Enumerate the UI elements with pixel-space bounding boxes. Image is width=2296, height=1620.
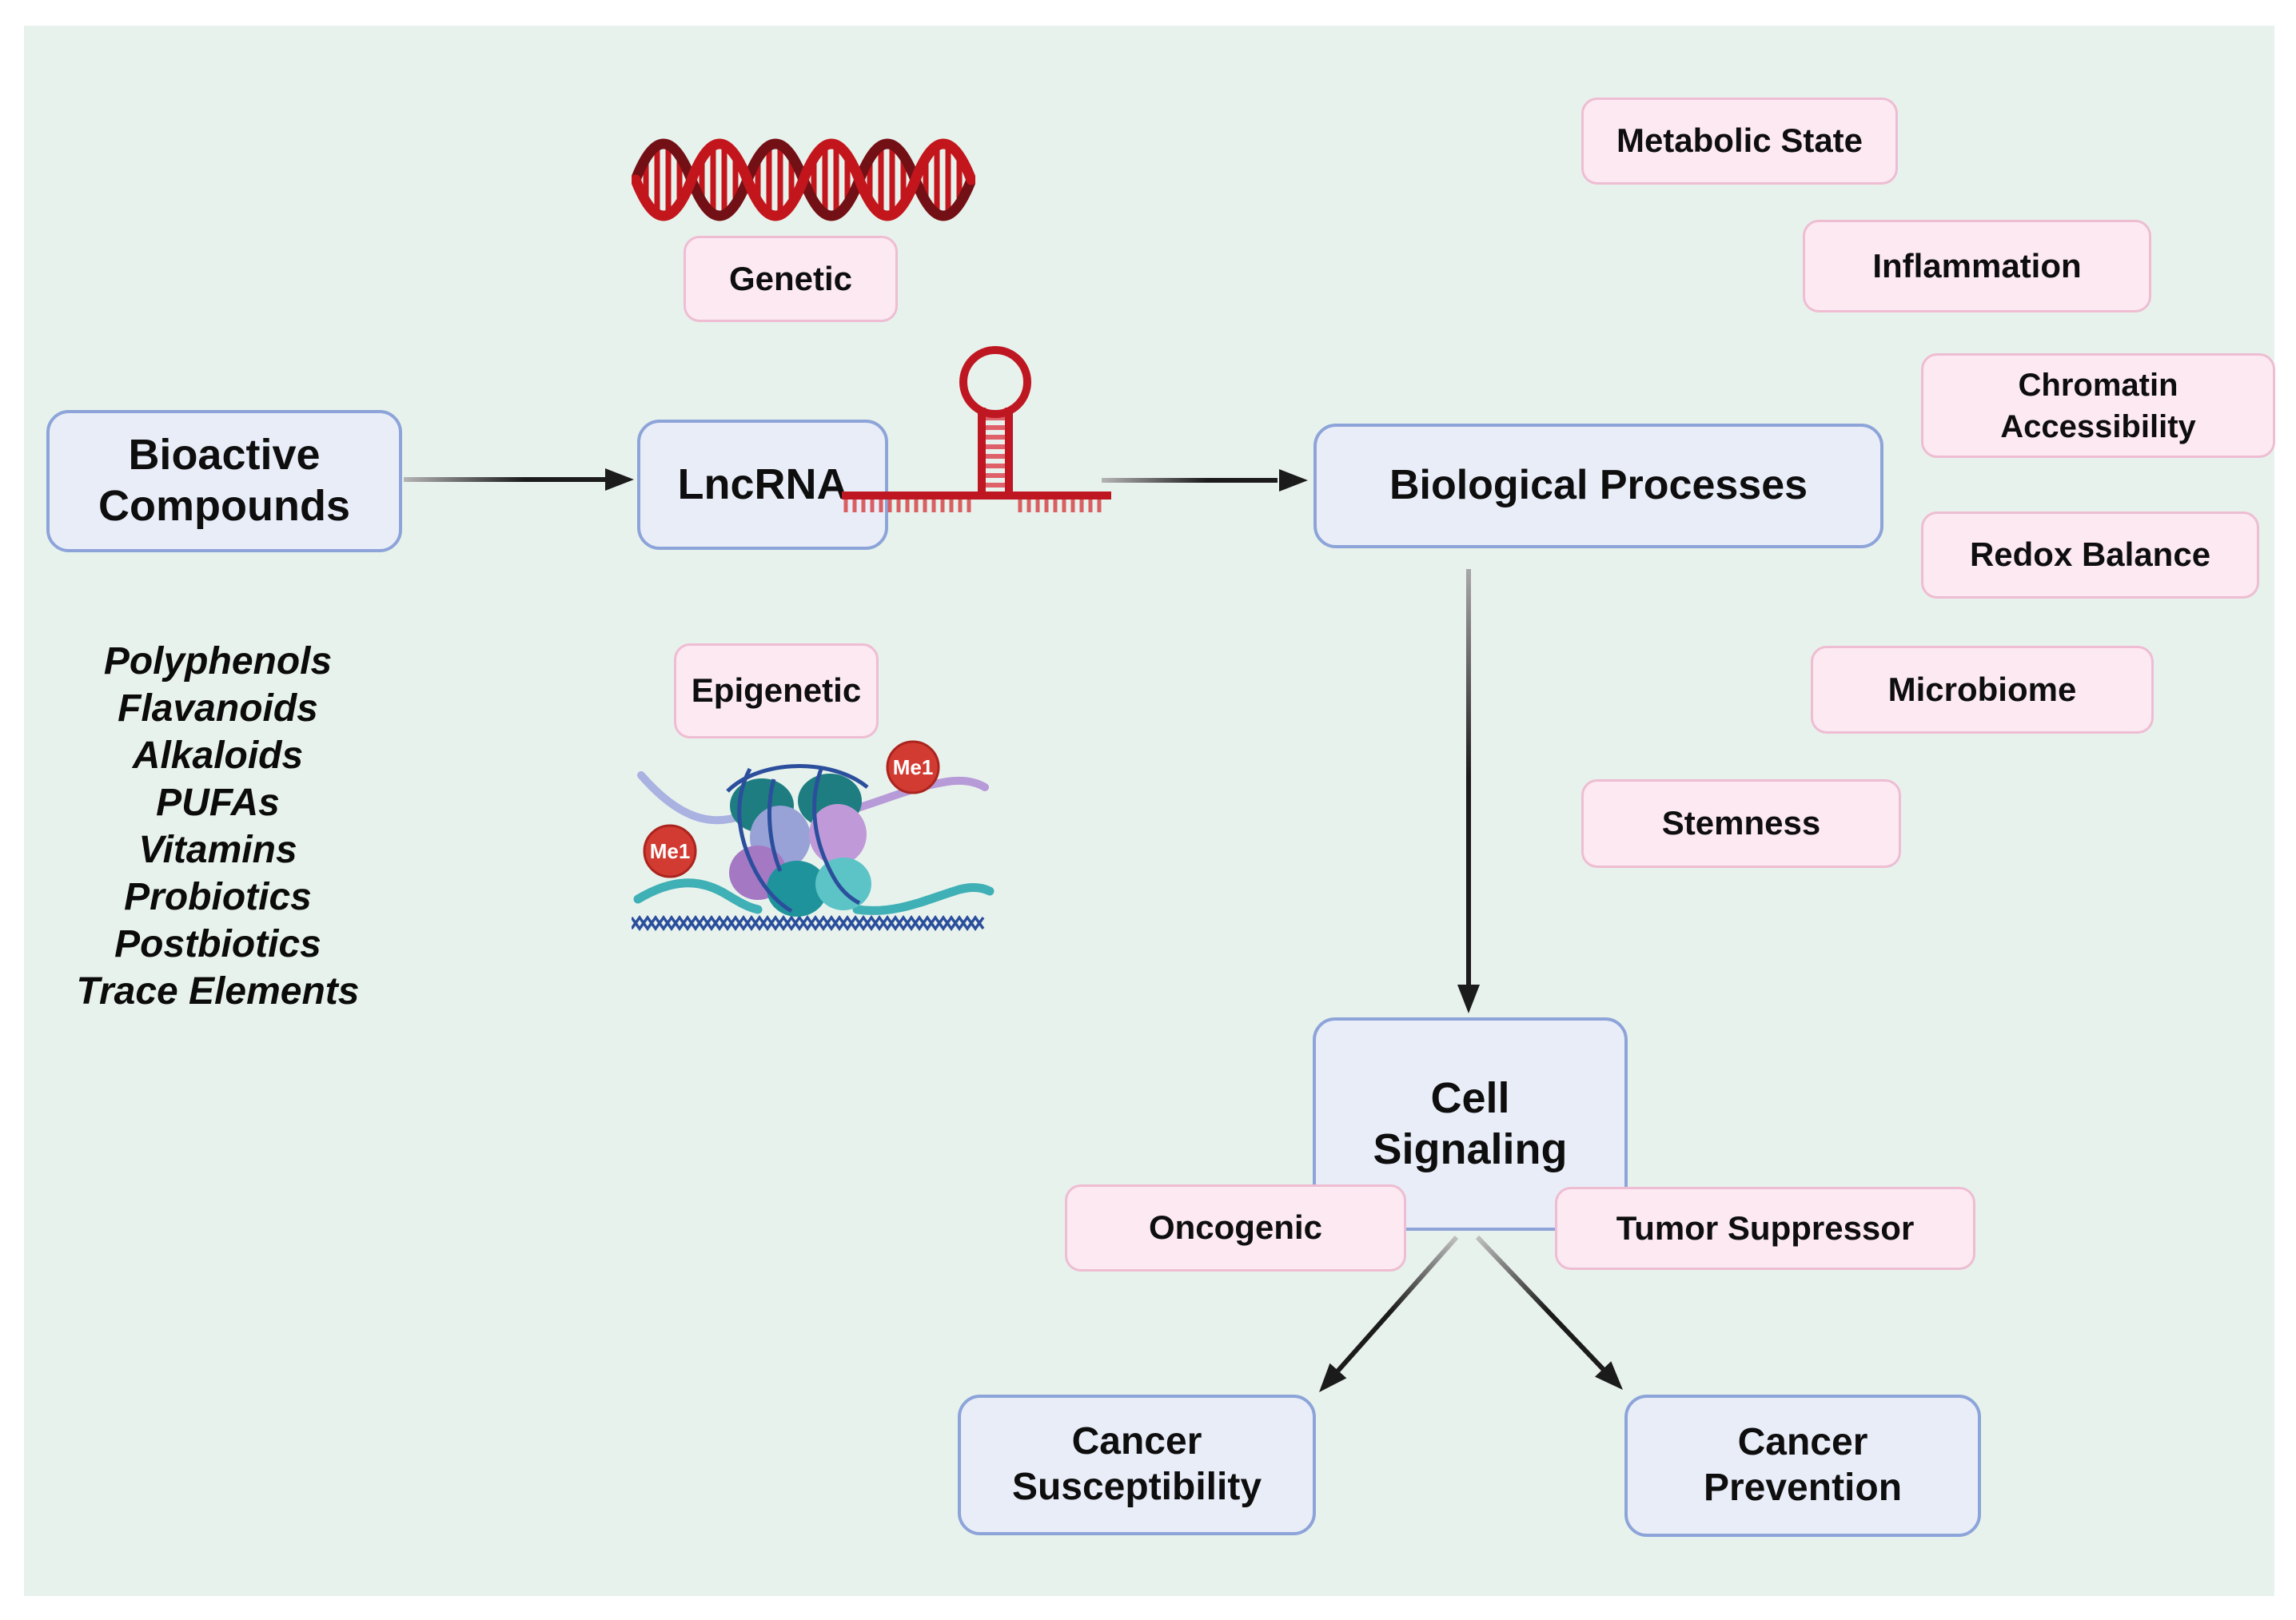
- tag-tumor-suppressor: Tumor Suppressor: [1555, 1187, 1975, 1270]
- tag-label: Oncogenic: [1148, 1208, 1323, 1247]
- arrow-signaling-to-susceptibility: [1319, 1236, 1459, 1392]
- node-label-line: Cell: [1430, 1073, 1510, 1122]
- compound-list-item: Postbiotics: [114, 923, 321, 965]
- node-label-line: Susceptibility: [1011, 1466, 1262, 1508]
- dna-coil: [726, 764, 869, 913]
- node-label-line: Biological Processes: [1389, 462, 1808, 509]
- arrow-signaling-to-prevention: [1475, 1235, 1623, 1390]
- histone-octamer: [729, 774, 871, 917]
- tag-label: Metabolic State: [1616, 121, 1864, 160]
- tag-label: Epigenetic: [691, 671, 862, 710]
- compound-list-item: Vitamins: [138, 829, 297, 871]
- node-biological-processes: Biological Processes: [1313, 424, 1883, 548]
- node-label-line: Compounds: [98, 482, 350, 530]
- tag-epigenetic: Epigenetic: [674, 643, 879, 738]
- rna-hairpin-icon: [842, 346, 1111, 512]
- node-label-line: Prevention: [1703, 1467, 1903, 1509]
- tag-label: Microbiome: [1887, 670, 2077, 708]
- tag-label: Inflammation: [1872, 246, 2082, 285]
- compound-list-item: Trace Elements: [76, 970, 360, 1013]
- me1-label: Me1: [650, 839, 691, 863]
- compound-list-item: Flavanoids: [118, 687, 318, 730]
- tag-microbiome: Microbiome: [1811, 646, 2154, 734]
- tag-stemness: Stemness: [1581, 779, 1901, 868]
- tag-inflammation: Inflammation: [1803, 220, 2151, 312]
- tag-chromatin-accessibility: Chromatin Accessibility: [1921, 353, 2275, 458]
- tag-genetic: Genetic: [684, 236, 898, 322]
- node-label-line: Bioactive: [128, 431, 321, 480]
- me1-badge: Me1: [643, 824, 697, 878]
- dna-strand-zigzag: [632, 914, 985, 932]
- node-cancer-prevention: Cancer Prevention: [1624, 1395, 1981, 1537]
- histone-tail-teal: [633, 878, 763, 914]
- node-label-line: Signaling: [1373, 1124, 1568, 1173]
- me1-label: Me1: [893, 755, 934, 779]
- arrow-lncrna-to-processes: [1102, 469, 1308, 492]
- tag-label: Genetic: [728, 259, 853, 297]
- compound-list-item: PUFAs: [156, 782, 280, 824]
- compound-list-item: Alkaloids: [132, 734, 304, 777]
- node-cancer-susceptibility: Cancer Susceptibility: [958, 1395, 1316, 1535]
- compound-list: Polyphenols Flavanoids Alkaloids PUFAs V…: [32, 638, 404, 1015]
- dna-helix-icon: [632, 138, 975, 221]
- tag-label: Tumor Suppressor: [1616, 1208, 1915, 1247]
- tag-metabolic-state: Metabolic State: [1581, 98, 1898, 185]
- node-label-line: Cancer: [1071, 1420, 1202, 1463]
- me1-badge: Me1: [886, 740, 940, 794]
- compound-list-item: Probiotics: [124, 876, 312, 918]
- tag-redox-balance: Redox Balance: [1921, 511, 2259, 599]
- node-label-line: Cancer: [1737, 1421, 1868, 1464]
- arrow-processes-to-signaling: [1457, 569, 1480, 1013]
- tag-oncogenic: Oncogenic: [1065, 1184, 1406, 1272]
- tag-label: Chromatin: [2018, 367, 2178, 403]
- tag-label: Stemness: [1661, 804, 1821, 842]
- tag-label: Redox Balance: [1969, 535, 2211, 574]
- node-label-line: LncRNA: [677, 460, 848, 508]
- tag-label: Accessibility: [2000, 408, 2196, 444]
- node-bioactive-compounds: Bioactive Compounds: [46, 410, 402, 552]
- compound-list-item: Polyphenols: [103, 640, 333, 683]
- arrow-bioactive-to-lncrna: [404, 468, 634, 491]
- nucleosome-icon: Me1 Me1: [632, 740, 995, 932]
- histone-tail-purple: [843, 776, 989, 815]
- node-lncrna: LncRNA: [637, 420, 888, 550]
